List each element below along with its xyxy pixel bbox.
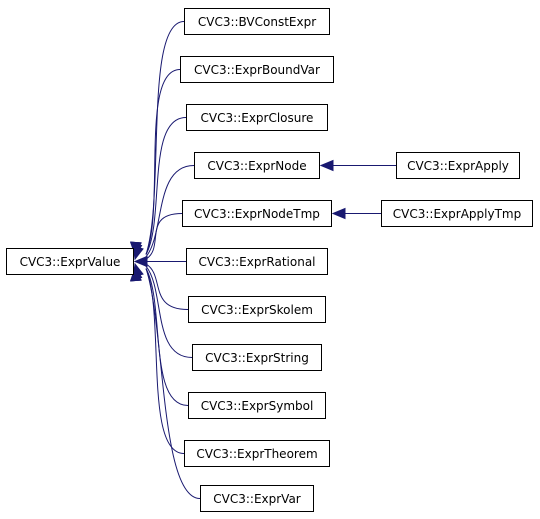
node-expr-value[interactable]: CVC3::ExprValue (6, 248, 134, 275)
node-expr-bound-var[interactable]: CVC3::ExprBoundVar (180, 56, 334, 83)
edge-exprskolem-to-exprvalue (145, 263, 189, 310)
edge-exprclosure-to-exprvalue (145, 117, 187, 255)
edge-exprtheorem-to-exprvalue (145, 268, 185, 454)
arrowhead-exprapply-to-exprnode (319, 159, 334, 172)
edge-exprstring-to-exprvalue (145, 265, 193, 358)
edge-exprnodetmp-to-exprvalue (145, 213, 183, 260)
arrowhead-exprapplytmp-to-exprnodetmp (331, 207, 346, 220)
node-expr-node-tmp[interactable]: CVC3::ExprNodeTmp (182, 200, 332, 227)
node-expr-symbol[interactable]: CVC3::ExprSymbol (188, 392, 326, 419)
node-expr-skolem[interactable]: CVC3::ExprSkolem (188, 296, 326, 323)
edge-exprvar-to-exprvalue (145, 268, 201, 499)
edge-exprsymbol-to-exprvalue (145, 268, 189, 406)
edge-bvconstexpr-to-exprvalue (145, 21, 185, 255)
arrowhead-exprnodetmp-to-exprvalue (132, 245, 144, 261)
node-expr-apply-tmp[interactable]: CVC3::ExprApplyTmp (381, 200, 533, 227)
edge-exprboundvar-to-exprvalue (145, 69, 181, 255)
edge-exprnode-to-exprvalue (145, 165, 195, 258)
node-expr-var[interactable]: CVC3::ExprVar (200, 485, 314, 512)
node-expr-rational[interactable]: CVC3::ExprRational (186, 248, 328, 275)
node-expr-string[interactable]: CVC3::ExprString (192, 344, 322, 371)
node-expr-node[interactable]: CVC3::ExprNode (194, 152, 320, 179)
node-expr-closure[interactable]: CVC3::ExprClosure (186, 104, 328, 131)
node-expr-apply[interactable]: CVC3::ExprApply (396, 152, 520, 179)
node-expr-theorem[interactable]: CVC3::ExprTheorem (184, 440, 330, 467)
node-bv-const-expr[interactable]: CVC3::BVConstExpr (184, 8, 330, 35)
arrowhead-exprrational-to-exprvalue (133, 255, 148, 268)
